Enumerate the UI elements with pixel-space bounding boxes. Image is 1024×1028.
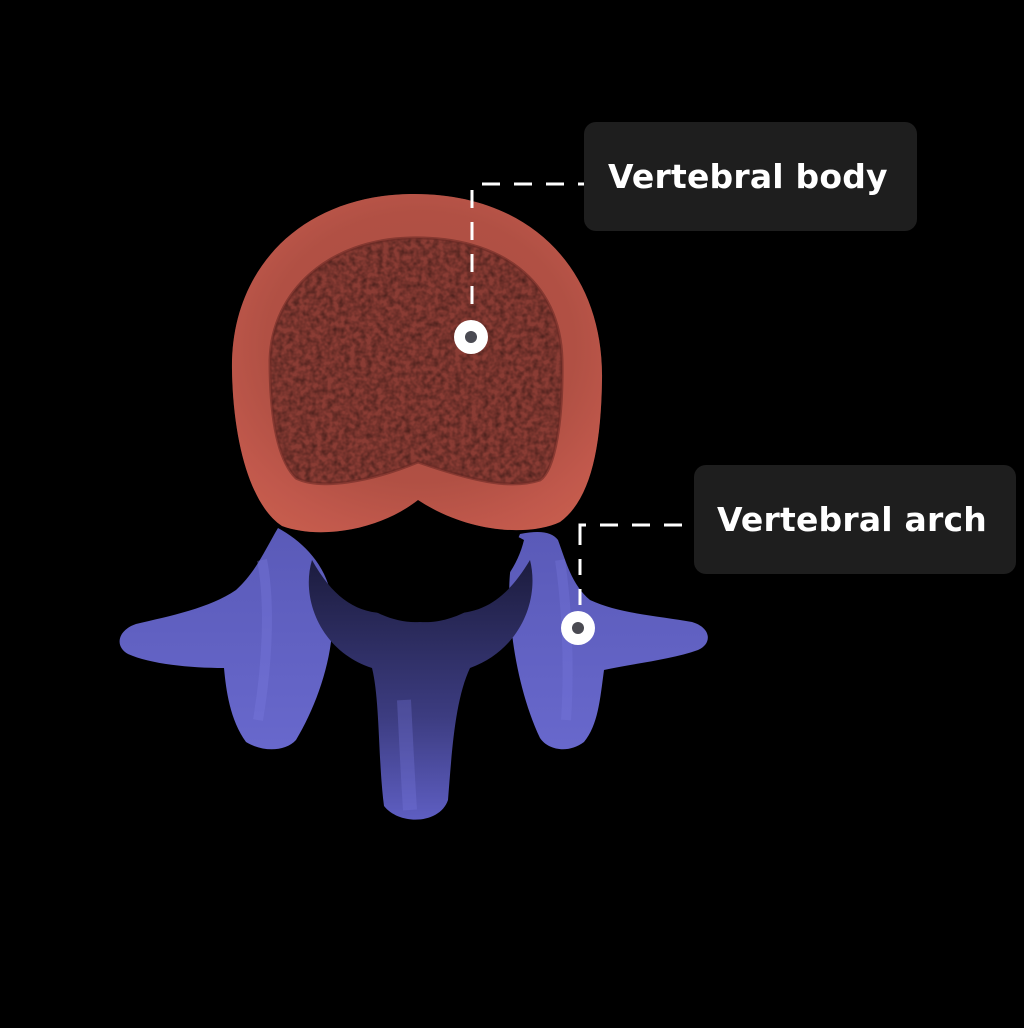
label-vertebral-body: Vertebral body — [584, 122, 917, 231]
vertebral-arch-shape — [119, 500, 708, 820]
label-vertebral-body-text: Vertebral body — [608, 157, 888, 196]
label-vertebral-arch-text: Vertebral arch — [717, 500, 987, 539]
vertebral-body-shape — [231, 193, 603, 533]
label-vertebral-arch: Vertebral arch — [694, 465, 1016, 574]
leader-line-vertebral-arch — [578, 523, 709, 608]
marker-vertebral-body-icon[interactable] — [454, 320, 488, 354]
leader-line-vertebral-body — [470, 182, 602, 318]
marker-vertebral-arch-icon[interactable] — [561, 611, 595, 645]
